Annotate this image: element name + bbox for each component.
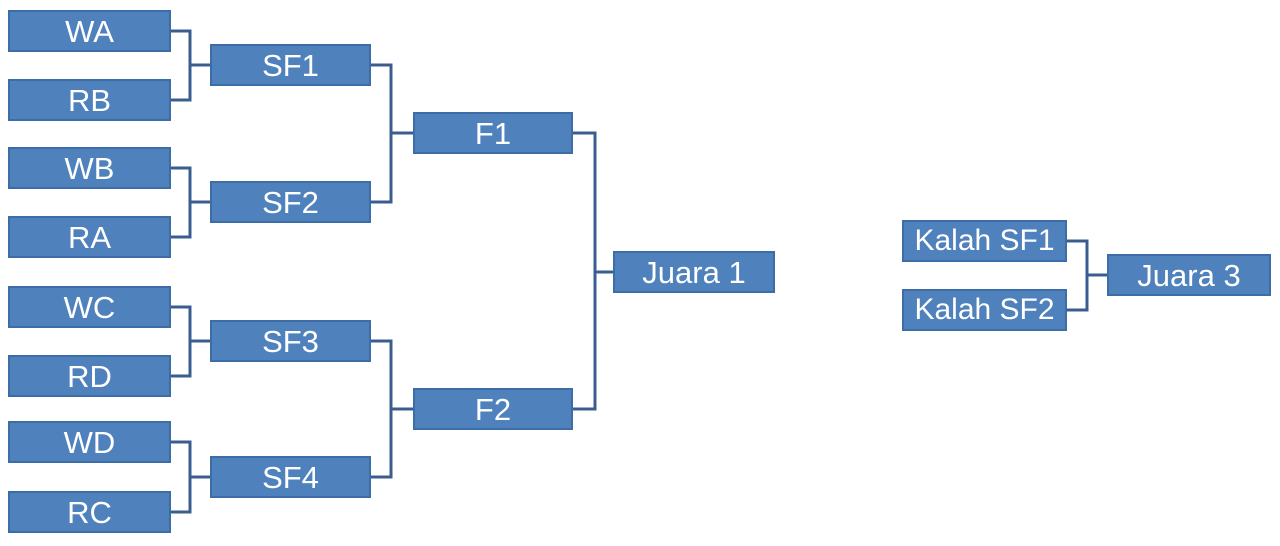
team-ra: RA xyxy=(8,216,171,258)
semifinal-sf1: SF1 xyxy=(210,44,371,86)
loser-sf2-label: Kalah SF2 xyxy=(914,293,1055,326)
champion-label: Juara 1 xyxy=(642,254,746,290)
team-rb: RB xyxy=(8,79,171,121)
team-wd: WD xyxy=(8,421,171,463)
team-ra-label: RA xyxy=(67,219,112,255)
connector-sf1-sf2-f1 xyxy=(369,63,415,204)
semifinal-sf2: SF2 xyxy=(210,181,371,223)
team-wb: WB xyxy=(8,147,171,189)
team-wa-label: WA xyxy=(65,13,114,49)
semifinal-sf1-label: SF1 xyxy=(262,47,319,83)
connector-f1-f2-juara1 xyxy=(571,131,615,411)
juara3-label: Juara 3 xyxy=(1137,257,1241,293)
third-place-loser-sf2: Kalah SF2 xyxy=(902,289,1067,331)
team-wa: WA xyxy=(8,10,171,52)
third-place-loser-sf1: Kalah SF1 xyxy=(902,220,1067,262)
team-rc-label: RC xyxy=(67,494,112,530)
semifinal-sf3-label: SF3 xyxy=(262,323,319,359)
semifinal-sf2-label: SF2 xyxy=(262,184,319,220)
team-rb-label: RB xyxy=(67,82,112,118)
team-rd: RD xyxy=(8,355,171,397)
champion-juara1: Juara 1 xyxy=(613,251,775,293)
final-f2-label: F2 xyxy=(474,391,512,427)
team-wc-label: WC xyxy=(63,289,116,325)
connector-wd-rc-sf4 xyxy=(169,440,212,514)
final-f1-label: F1 xyxy=(474,115,512,151)
team-rc: RC xyxy=(8,491,171,533)
semifinal-sf3: SF3 xyxy=(210,320,371,362)
third-place-juara3: Juara 3 xyxy=(1107,254,1271,296)
team-wc: WC xyxy=(8,286,171,328)
loser-sf1-label: Kalah SF1 xyxy=(914,224,1055,257)
connector-kalah-juara3 xyxy=(1065,239,1109,312)
final-f1: F1 xyxy=(413,112,573,154)
semifinal-sf4-label: SF4 xyxy=(262,459,319,495)
final-f2: F2 xyxy=(413,388,573,430)
connector-wa-rb-sf1 xyxy=(169,29,212,102)
team-wb-label: WB xyxy=(64,150,115,186)
connector-wb-ra-sf2 xyxy=(169,166,212,239)
connector-sf3-sf4-f2 xyxy=(369,339,415,479)
team-wd-label: WD xyxy=(63,424,116,460)
semifinal-sf4: SF4 xyxy=(210,456,371,498)
team-rd-label: RD xyxy=(67,358,112,394)
connector-wc-rd-sf3 xyxy=(169,305,212,378)
